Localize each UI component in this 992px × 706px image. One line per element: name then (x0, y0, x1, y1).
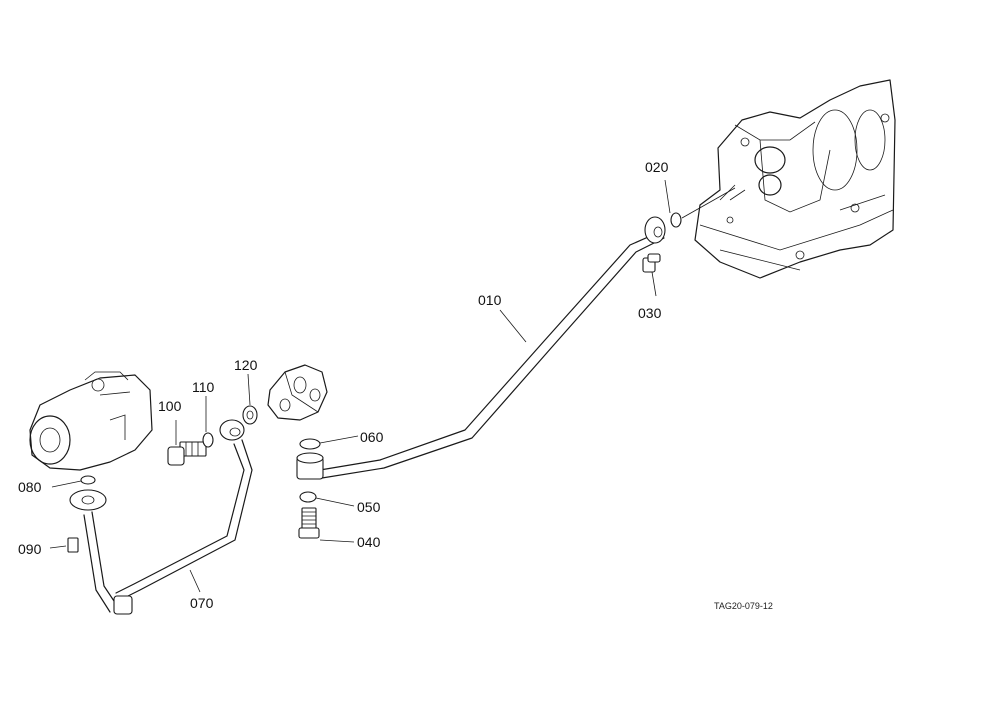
washer-060 (299, 438, 321, 450)
o-ring-080 (80, 475, 96, 485)
transmission-housing (694, 79, 896, 279)
callout-020: 020 (645, 159, 669, 175)
gasket-110 (202, 432, 214, 448)
callout-050: 050 (357, 499, 381, 515)
plug-bolt-030 (642, 253, 661, 273)
gasket-120 (242, 405, 258, 425)
callout-labels: 010 020 030 040 050 060 070 080 090 100 … (18, 159, 773, 611)
callout-080: 080 (18, 479, 42, 495)
callout-110: 110 (192, 379, 215, 395)
leader-lines (49, 179, 671, 593)
valve-block (267, 364, 328, 421)
callout-100: 100 (158, 398, 182, 414)
callout-070: 070 (190, 595, 214, 611)
eye-bolt-100 (167, 441, 207, 466)
reference-code: TAG20-079-12 (714, 601, 773, 611)
callout-060: 060 (360, 429, 384, 445)
callout-120: 120 (234, 357, 258, 373)
banjo-bolt-040 (298, 507, 320, 539)
main-pipe (319, 216, 666, 479)
flange-bolt-090 (67, 537, 79, 553)
hydraulic-pump (29, 371, 153, 471)
banjo-fitting (296, 452, 324, 480)
suction-pipe (69, 419, 253, 615)
o-ring-020 (670, 212, 682, 228)
washer-050 (299, 491, 317, 503)
callout-010: 010 (478, 292, 502, 308)
callout-090: 090 (18, 541, 42, 557)
callout-040: 040 (357, 534, 381, 550)
callout-030: 030 (638, 305, 662, 321)
